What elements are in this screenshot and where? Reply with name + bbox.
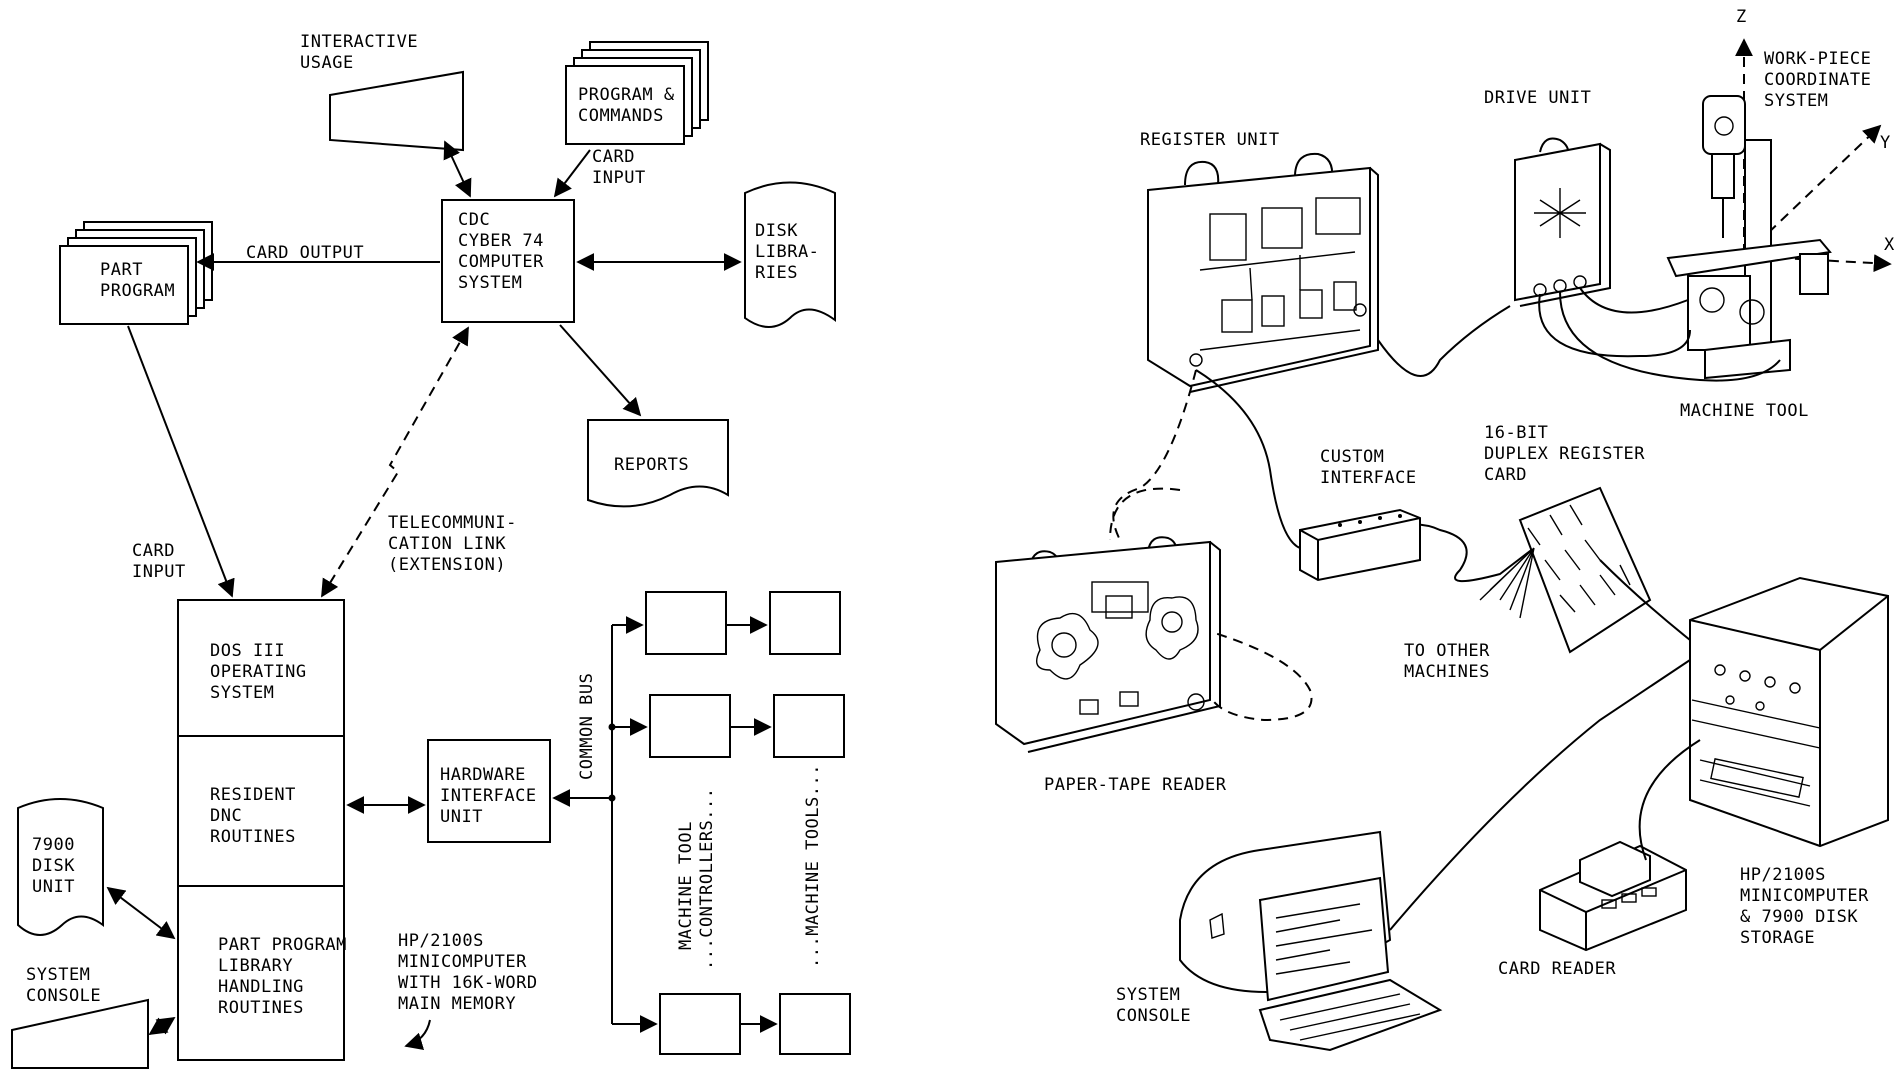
register-unit: REGISTER UNIT [1140,130,1378,392]
axis-y-label: Y [1880,133,1891,153]
interactive-usage-label: INTERACTIVE [300,32,418,52]
disk-unit-7900: 7900 DISK UNIT [18,799,103,935]
hardware-interface-label: HARDWARE [440,765,526,785]
paper-tape-reader-label: PAPER-TAPE READER [1044,775,1227,795]
telecom-link-label: TELECOMMUNI- [388,513,517,533]
interactive-usage-terminal: INTERACTIVE USAGE [300,32,463,150]
svg-text:MACHINES: MACHINES [1404,662,1490,682]
drive-unit: DRIVE UNIT [1484,88,1610,306]
minicomputer-stack: DOS III OPERATING SYSTEM RESIDENT DNC RO… [178,600,347,1060]
right-pictorial-diagram: REGISTER UNIT DRIVE UNIT [996,7,1895,1050]
machine-tools-label: ...MACHINE TOOLS... [803,764,823,968]
cdc-system-label: CDC [458,210,490,230]
svg-text:OPERATING: OPERATING [210,662,307,682]
to-other-machines-label: TO OTHER [1404,641,1490,661]
svg-text:WITH 16K-WORD: WITH 16K-WORD [398,973,538,993]
svg-text:LIBRA-: LIBRA- [755,242,819,262]
svg-text:COMMANDS: COMMANDS [578,106,664,126]
machine-tool-label: MACHINE TOOL [1680,401,1809,421]
work-piece-label: WORK-PIECE [1764,49,1871,69]
custom-interface: CUSTOM INTERFACE [1300,447,1420,580]
svg-text:SYSTEM: SYSTEM [458,273,522,293]
machine-tool: MACHINE TOOL [1668,96,1830,421]
controller-box-2 [650,695,730,757]
hp-minicomputer-cabinet: HP/2100S MINICOMPUTER & 7900 DISK STORAG… [1690,578,1888,948]
svg-text:CARD: CARD [1484,465,1527,485]
hardware-interface-unit: HARDWARE INTERFACE UNIT [428,740,550,842]
svg-text:MAIN MEMORY: MAIN MEMORY [398,994,516,1014]
svg-text:INTERFACE: INTERFACE [1320,468,1417,488]
svg-text:(EXTENSION): (EXTENSION) [388,555,506,575]
left-system-console: SYSTEM CONSOLE [12,965,148,1068]
card-reader: CARD READER [1498,842,1686,979]
svg-text:CONSOLE: CONSOLE [1116,1006,1191,1026]
controllers-label: MACHINE TOOL [676,821,696,950]
svg-text:PROGRAM: PROGRAM [100,281,175,301]
reports-label: REPORTS [614,455,689,475]
program-commands-deck: PROGRAM & COMMANDS [566,42,708,144]
minicomputer-storage-label: HP/2100S [1740,865,1826,885]
program-commands-label: PROGRAM & [578,85,675,105]
svg-text:DISK: DISK [32,856,75,876]
reports-document: REPORTS [588,420,728,506]
machine-tool-box-3 [780,994,850,1054]
svg-text:SYSTEM: SYSTEM [210,683,274,703]
drive-unit-label: DRIVE UNIT [1484,88,1591,108]
right-system-console-label: SYSTEM [1116,985,1180,1005]
svg-text:ROUTINES: ROUTINES [218,998,304,1018]
cdc-cyber-74-box: CDC CYBER 74 COMPUTER SYSTEM [442,200,574,322]
axis-z-label: Z [1736,7,1747,27]
controller-box-1 [646,592,726,654]
svg-text:COORDINATE: COORDINATE [1764,70,1871,90]
disk-unit-label: 7900 [32,835,75,855]
svg-text:& 7900 DISK: & 7900 DISK [1740,907,1858,927]
card-input-top-label: CARD [592,147,635,167]
paper-tape-reader: PAPER-TAPE READER [996,537,1227,795]
custom-interface-label: CUSTOM [1320,447,1384,467]
disk-libraries: DISK LIBRA- RIES [745,183,835,328]
minicomputer-caption: HP/2100S [398,931,484,951]
svg-text:INPUT: INPUT [592,168,646,188]
svg-text:CATION LINK: CATION LINK [388,534,506,554]
svg-text:UNIT: UNIT [32,877,75,897]
part-program-label: PART [100,260,143,280]
svg-text:STORAGE: STORAGE [1740,928,1815,948]
svg-text:HANDLING: HANDLING [218,977,304,997]
svg-text:MINICOMPUTER: MINICOMPUTER [1740,886,1869,906]
disk-libraries-label: DISK [755,221,798,241]
svg-text:ROUTINES: ROUTINES [210,827,296,847]
left-block-diagram: INTERACTIVE USAGE PROGRAM & COMMANDS CAR… [12,32,850,1068]
resident-label: RESIDENT [210,785,296,805]
svg-text:MINICOMPUTER: MINICOMPUTER [398,952,527,972]
dos-label: DOS III [210,641,285,661]
svg-text:UNIT: UNIT [440,807,483,827]
register-unit-label: REGISTER UNIT [1140,130,1280,150]
machine-tool-box-2 [774,695,844,757]
part-program-deck: PART PROGRAM [60,222,212,324]
controller-box-3 [660,994,740,1054]
svg-text:SYSTEM: SYSTEM [1764,91,1828,111]
card-output-label: CARD OUTPUT [246,243,364,263]
svg-text:CONSOLE: CONSOLE [26,986,101,1006]
svg-text:DNC: DNC [210,806,242,826]
svg-text:...CONTROLLERS...: ...CONTROLLERS... [697,788,717,971]
right-system-console: SYSTEM CONSOLE [1116,832,1440,1050]
svg-text:INPUT: INPUT [132,562,186,582]
svg-text:RIES: RIES [755,263,798,283]
common-bus-label: COMMON BUS [577,673,597,780]
svg-text:DUPLEX REGISTER: DUPLEX REGISTER [1484,444,1645,464]
svg-text:LIBRARY: LIBRARY [218,956,293,976]
card-reader-label: CARD READER [1498,959,1616,979]
svg-text:CYBER 74: CYBER 74 [458,231,544,251]
axis-x-label: X [1884,235,1895,255]
svg-text:INTERFACE: INTERFACE [440,786,537,806]
svg-text:COMPUTER: COMPUTER [458,252,544,272]
svg-text:USAGE: USAGE [300,53,354,73]
left-system-console-label: SYSTEM [26,965,90,985]
card-input-left-label: CARD [132,541,175,561]
duplex-card-label: 16-BIT [1484,423,1548,443]
library-label: PART PROGRAM [218,935,347,955]
machine-tool-box-1 [770,592,840,654]
